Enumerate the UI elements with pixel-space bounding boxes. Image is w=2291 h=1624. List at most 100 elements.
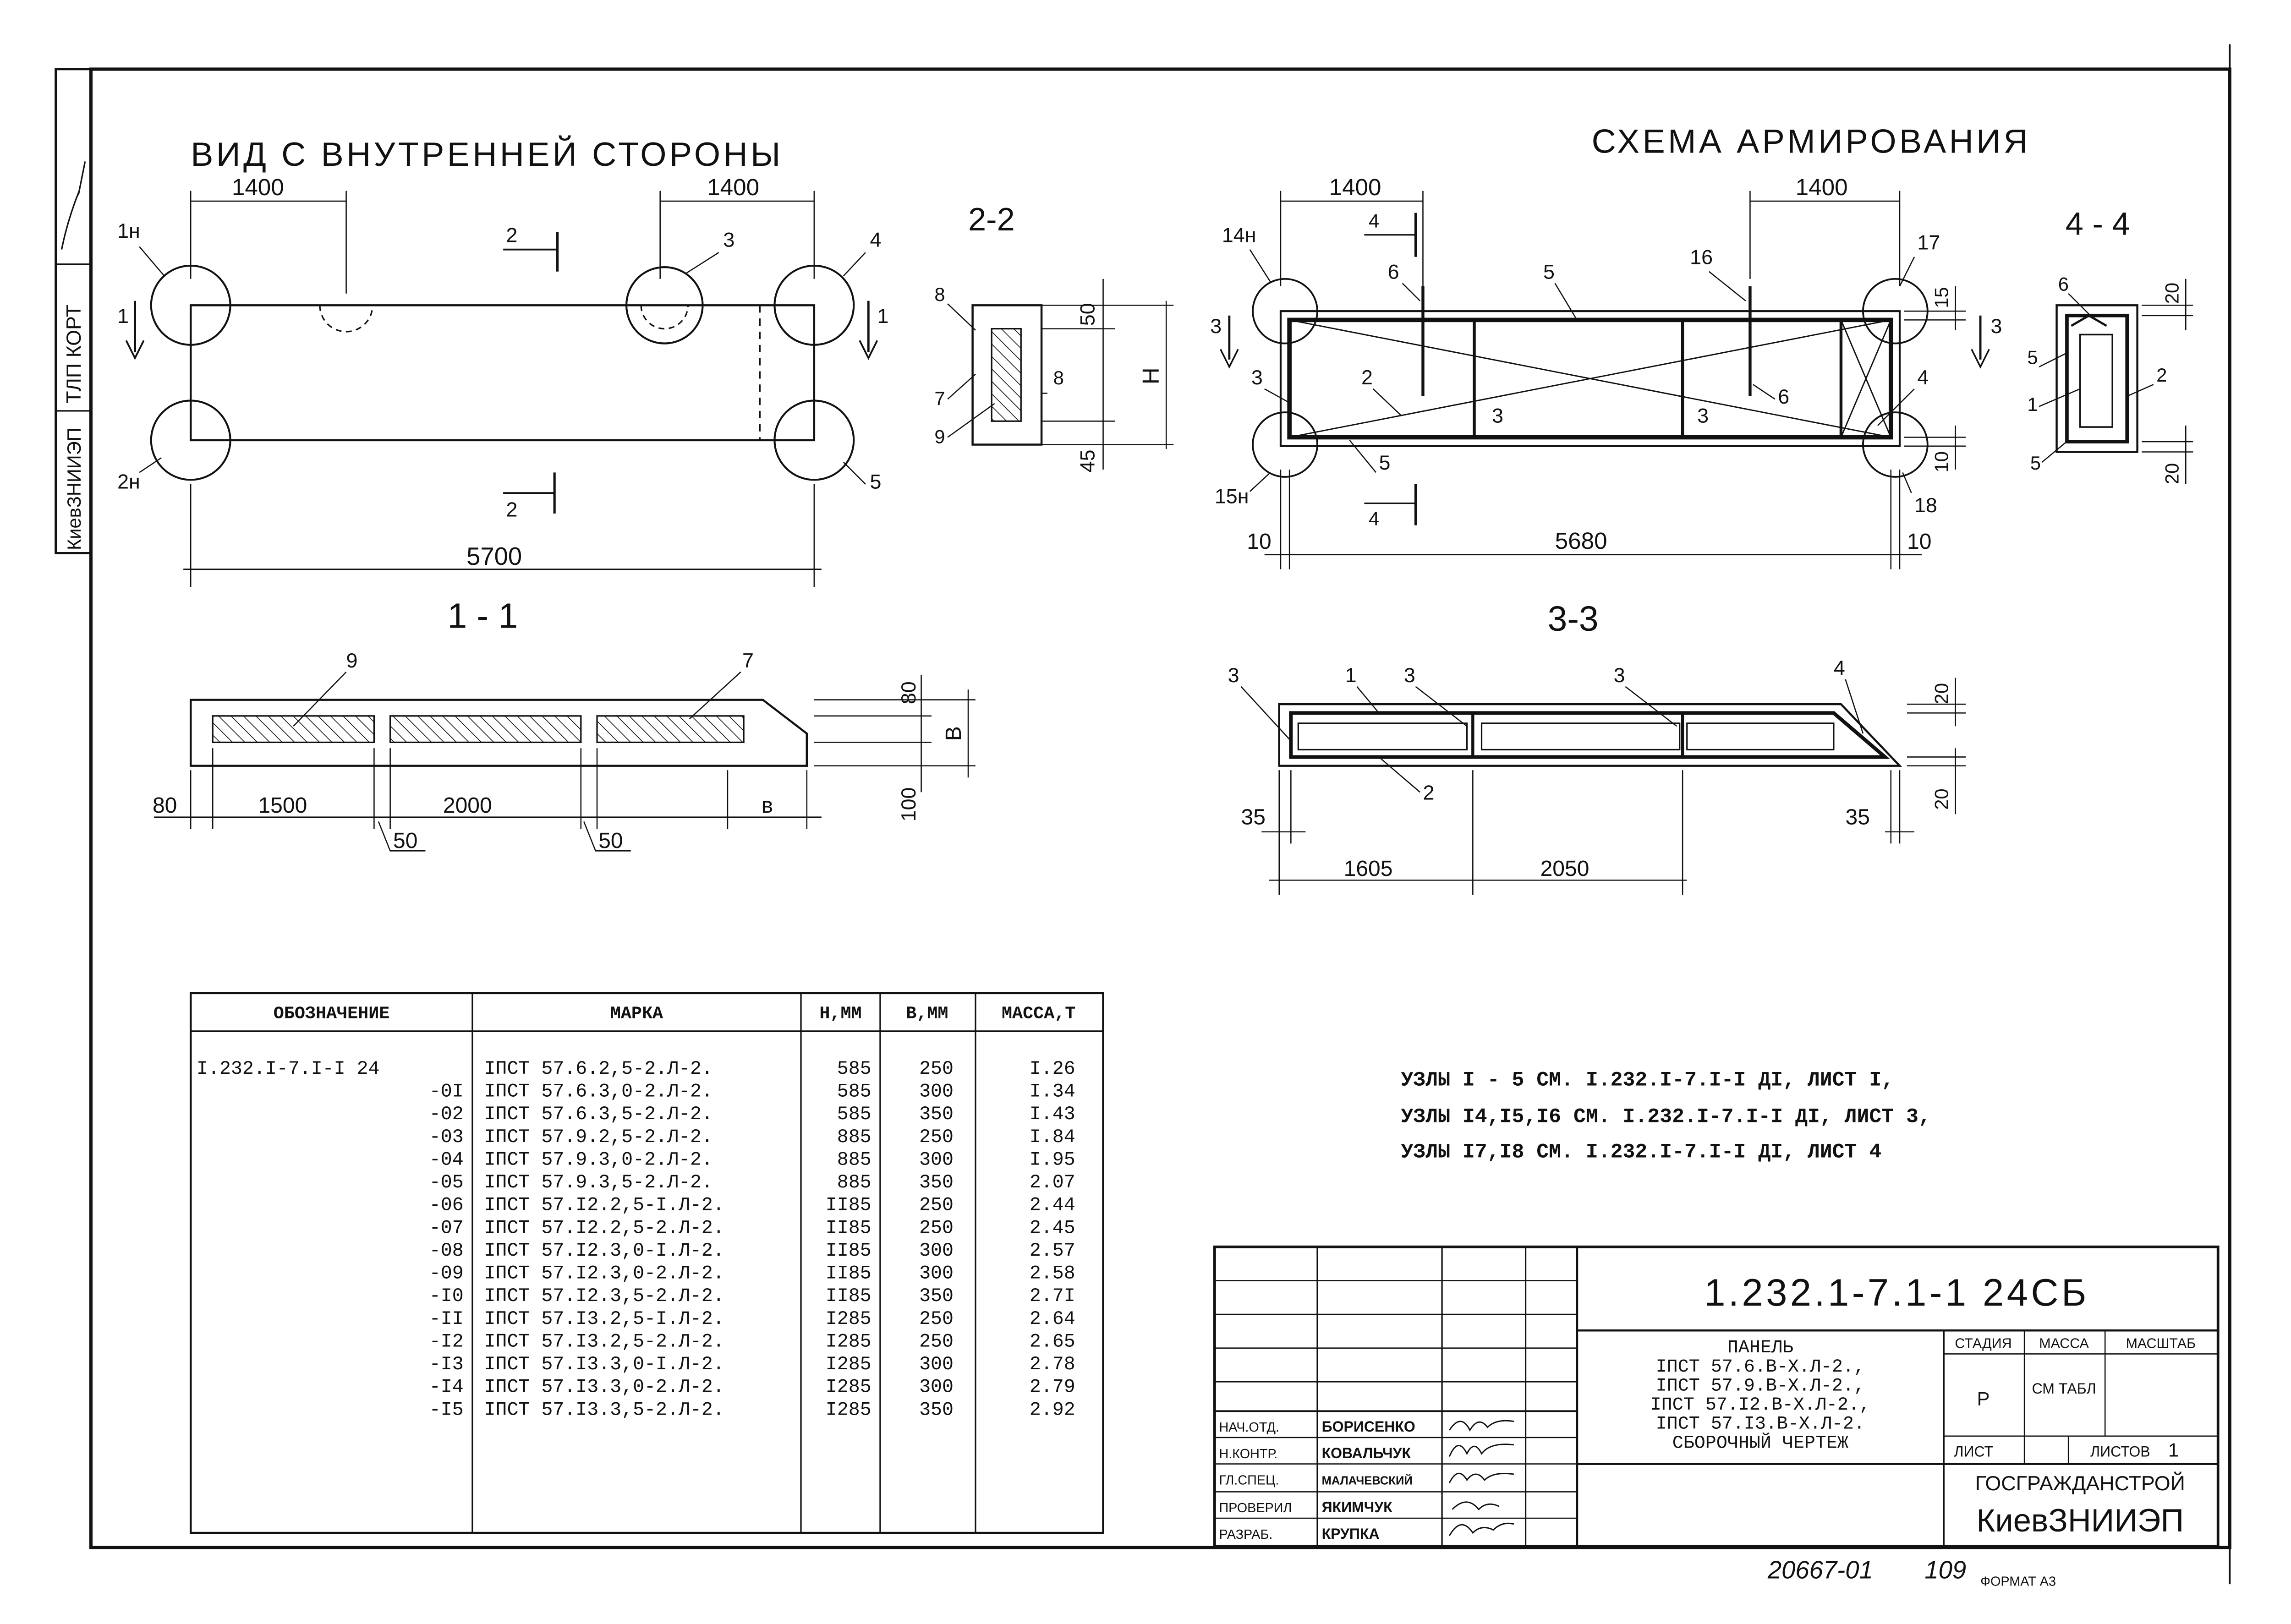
doc-code: 1.232.1-7.1-1 24СБ [1704, 1271, 2089, 1314]
table-cell: 250 [919, 1058, 954, 1080]
node-label: 5 [870, 470, 882, 493]
table-cell: 2.58 [1030, 1263, 1075, 1285]
name-line: IПСТ 57.9.В-Х.Л-2., [1656, 1376, 1865, 1397]
table-cell: 300 [919, 1240, 954, 1262]
table-cell: 250 [919, 1331, 954, 1352]
page-number: 109 [1924, 1556, 1966, 1584]
signature-name: КРУПКА [1322, 1526, 1380, 1542]
table-cell: 585 [837, 1081, 871, 1103]
callout: 5 [1543, 261, 1555, 284]
table-cell: 350 [919, 1172, 954, 1193]
table-cell: II85 [826, 1195, 871, 1216]
table-cell: 2.07 [1030, 1172, 1075, 1193]
dim: в [762, 793, 773, 818]
node-label: 1н [117, 219, 140, 242]
table-cell: 585 [837, 1058, 871, 1080]
signature-name: КОВАЛЬЧУК [1322, 1445, 1411, 1461]
reinforcement-scheme: СХЕМА АРМИРОВАНИЯ 1400 1400 5680 10 10 [1210, 122, 2028, 569]
callout: 3 [1697, 404, 1709, 427]
table-cell: IПСТ 57.I2.3,5-2.Л-2. [484, 1285, 724, 1307]
dim-total: 5700 [466, 542, 522, 570]
table-cell: I.43 [1030, 1104, 1075, 1125]
table-header: МАРКА [610, 1003, 663, 1023]
table-cell: I285 [826, 1308, 871, 1330]
notes: УЗЛЫ I - 5 СМ. I.232.I-7.I-I ДI, ЛИСТ I,… [1401, 1069, 1930, 1164]
table-header: B,MM [906, 1003, 948, 1023]
dim: 2000 [443, 793, 492, 818]
table-cell: 2.57 [1030, 1240, 1075, 1262]
note-line: УЗЛЫ I - 5 СМ. I.232.I-7.I-I ДI, ЛИСТ I, [1401, 1069, 1894, 1092]
table-cell: 350 [919, 1399, 954, 1421]
table-cell: IПСТ 57.I2.2,5-I.Л-2. [484, 1195, 724, 1216]
side-stamp: КиевЗНИИЭП ТЛП КОРТ [55, 68, 92, 554]
section-1-1: 1 - 1 9 7 80 1500 2000 в 50 50 [153, 596, 976, 853]
name-line: ПАНЕЛЬ [1727, 1338, 1793, 1358]
callout: 4 [1917, 366, 1929, 389]
signature-name: ЯКИМЧУК [1322, 1499, 1393, 1515]
dim: 20 [1931, 788, 1952, 809]
table-cell: I.84 [1030, 1126, 1075, 1148]
signature-name: МАЛАЧЕВСКИЙ [1322, 1473, 1413, 1487]
table-cell: 585 [837, 1104, 871, 1125]
table-cell: IПСТ 57.I3.3,0-2.Л-2. [484, 1377, 724, 1398]
table-header: H,MM [819, 1003, 861, 1023]
dim: 50 [598, 829, 623, 853]
footer: 20667-01 109 ФОРМАТ А3 [1767, 1556, 2056, 1589]
table-cell: I285 [826, 1354, 871, 1375]
dim: 20 [1931, 683, 1952, 704]
dim: 10 [1247, 530, 1271, 554]
table-cell: II85 [826, 1285, 871, 1307]
sheets-label: ЛИСТОВ [2090, 1444, 2150, 1460]
name-line: СБОРОЧНЫЙ ЧЕРТЕЖ [1672, 1432, 1848, 1454]
section-title: 4 - 4 [2066, 206, 2130, 242]
callout: 2 [2156, 364, 2167, 386]
callout: 1 [2028, 394, 2038, 415]
mass-label: МАССА [2039, 1336, 2089, 1351]
table-cell: 350 [919, 1104, 954, 1125]
table-cell: -I3 [429, 1354, 464, 1375]
section-title: 3-3 [1548, 599, 1599, 639]
table-cell: -04 [429, 1149, 464, 1170]
table-cell: IПСТ 57.6.2,5-2.Л-2. [484, 1058, 713, 1080]
dim: 15 [1931, 287, 1952, 308]
dim: 20 [2161, 463, 2182, 484]
callout: 5 [1379, 451, 1390, 474]
dim: 10 [1931, 451, 1952, 472]
node-label: 14н [1222, 224, 1256, 247]
cut-mark: 3 [1990, 315, 2002, 338]
note-line: УЗЛЫ I4,I5,I6 СМ. I.232.I-7.I-I ДI, ЛИСТ… [1401, 1106, 1930, 1129]
dim: 1500 [258, 793, 307, 818]
side-stamp-dept: ТЛП КОРТ [62, 305, 85, 404]
callout: 2 [1423, 781, 1434, 804]
table-cell: -02 [429, 1104, 464, 1125]
callout: 5 [2028, 346, 2038, 368]
table-cell: I.34 [1030, 1081, 1075, 1103]
table-cell: 250 [919, 1126, 954, 1148]
table-cell: 2.44 [1030, 1195, 1075, 1216]
dim: 100 [897, 787, 920, 822]
sheet-label: ЛИСТ [1954, 1444, 1993, 1460]
mass-value: СМ ТАБЛ [2032, 1380, 2096, 1397]
table-cell: 300 [919, 1354, 954, 1375]
callout: 1 [1345, 664, 1357, 687]
callout: 9 [934, 426, 945, 447]
table-cell: 350 [919, 1285, 954, 1307]
cut-mark: 2 [506, 498, 518, 521]
table-cell: -08 [429, 1240, 464, 1262]
table-cell: 2.79 [1030, 1377, 1075, 1398]
table-cell: 2.45 [1030, 1217, 1075, 1239]
table-cell: -09 [429, 1263, 464, 1285]
callout: 3 [1492, 404, 1503, 427]
callout: 3 [1404, 664, 1415, 687]
